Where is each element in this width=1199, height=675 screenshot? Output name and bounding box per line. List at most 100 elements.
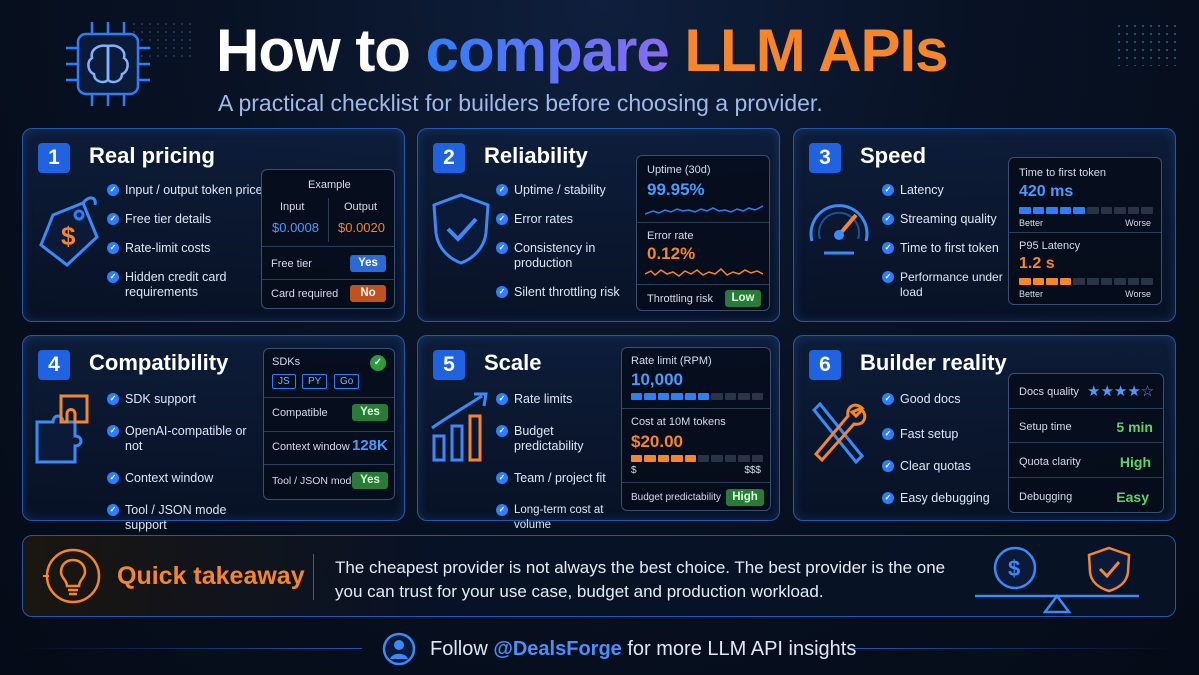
bar-segment (684, 393, 697, 400)
setup-time-label: Setup time (1019, 421, 1072, 433)
cost-value: $20.00 (631, 432, 683, 451)
throttling-label: Throttling risk (647, 293, 714, 305)
cost-label: Cost at 10M tokens (631, 416, 726, 428)
rate-limit-label: Rate limit (RPM) (631, 355, 712, 367)
tools-icon (811, 401, 867, 465)
compatible-label: Compatible (272, 407, 328, 419)
bar-segment (1114, 207, 1126, 214)
uptime-label: Uptime (30d) (647, 164, 711, 176)
bar-segment (657, 393, 670, 400)
quota-clarity-value: High (1119, 454, 1151, 470)
divider (637, 222, 769, 223)
list-item: Time to first token (882, 241, 1012, 256)
card-title: Real pricing (89, 143, 215, 168)
compatibility-panel: SDKs ✓ JS PY Go Compatible Yes Context w… (263, 348, 395, 500)
divider (1009, 232, 1161, 233)
sdk-tag-go: Go (334, 374, 360, 389)
bar-segment (724, 455, 737, 462)
bar-segment (1073, 207, 1085, 214)
checklist: Good docs Fast setup Clear quotas Easy d… (882, 390, 1002, 506)
follow-text: Follow @DealsForge for more LLM API insi… (430, 638, 856, 661)
card-title: Builder reality (860, 350, 1007, 375)
bar-segment (1032, 278, 1045, 285)
footer-line-left (22, 648, 362, 649)
bar-segment (738, 455, 750, 462)
bar-segment (671, 455, 683, 462)
divider (262, 246, 394, 247)
list-item: Streaming quality (882, 212, 1012, 227)
free-tier-label: Free tier (271, 258, 312, 270)
error-rate-label: Error rate (647, 230, 694, 242)
card-number: 2 (433, 143, 465, 173)
list-item: Tool / JSON mode support (107, 503, 267, 533)
svg-text:$: $ (61, 221, 76, 251)
list-item: Fast setup (882, 427, 1002, 442)
tool-json-badge: Yes (352, 472, 388, 489)
output-label: Output (344, 201, 378, 213)
checklist: Latency Streaming quality Time to first … (882, 181, 1012, 300)
check-circle-icon: ✓ (370, 355, 386, 371)
divider (622, 408, 770, 409)
sdk-tag-py: PY (302, 374, 328, 389)
bar-segment (631, 455, 643, 462)
example-label: Example (308, 179, 351, 191)
bar-segment (1100, 207, 1113, 214)
quota-clarity-label: Quota clarity (1019, 456, 1081, 468)
compatible-badge: Yes (352, 404, 388, 421)
card-compatibility: 4 Compatibility SDK support OpenAI-compa… (22, 335, 405, 532)
checklist: Rate limits Budget predictability Team /… (496, 390, 626, 533)
card-required-label: Card required (271, 288, 339, 300)
bar-segment (738, 393, 750, 400)
follow-suffix: for more LLM API insights (621, 638, 857, 660)
svg-text:$: $ (1008, 556, 1020, 581)
sdks-label: SDKs (272, 356, 301, 368)
card-number: 6 (809, 350, 841, 380)
speedometer-icon (809, 204, 869, 255)
card-number: 5 (433, 350, 465, 380)
ttft-bar (1019, 207, 1153, 214)
card-title: Compatibility (89, 350, 229, 375)
bar-segment (1032, 207, 1045, 214)
input-label: Input (280, 201, 305, 213)
ttft-value: 420 ms (1019, 183, 1074, 200)
uptime-sparkline (645, 205, 763, 215)
list-item: SDK support (107, 392, 267, 407)
list-item: Rate-limit costs (107, 241, 267, 256)
bar-segment (751, 393, 764, 400)
sdk-tag-js: JS (272, 374, 296, 389)
list-item: Hidden credit card requirements (107, 270, 267, 300)
card-number: 3 (809, 143, 841, 173)
page-subtitle: A practical checklist for builders befor… (218, 90, 823, 116)
bar-segment (631, 393, 643, 400)
title-part-white: How to (216, 17, 426, 84)
user-avatar-icon (382, 632, 416, 666)
bar-segment (711, 455, 723, 462)
list-item: Performance under load (882, 270, 1012, 300)
error-sparkline (645, 267, 763, 277)
p95-bar (1019, 278, 1153, 285)
bar-segment (698, 455, 710, 462)
worse-label: Worse (1125, 218, 1151, 228)
speed-panel: Time to first token 420 ms Better Worse … (1008, 157, 1162, 305)
list-item: Uptime / stability (496, 183, 646, 198)
quick-takeaway-banner: Quick takeaway The cheapest provider is … (22, 535, 1176, 617)
follow-handle-link[interactable]: @DealsForge (493, 638, 622, 660)
price-tag-icon: $ (39, 196, 99, 267)
list-item: Clear quotas (882, 459, 1002, 474)
list-item: Error rates (496, 212, 646, 227)
card-reliability: 2 Reliability Uptime / stability Error r… (417, 128, 780, 322)
context-window-value: 128K (352, 437, 388, 454)
bar-segment (751, 455, 764, 462)
checklist: SDK support OpenAI-compatible or not Con… (107, 390, 267, 533)
scale-panel: Rate limit (RPM) 10,000 Cost at 10M toke… (621, 347, 771, 511)
debugging-label: Debugging (1019, 491, 1073, 503)
context-window-label: Context window (272, 441, 350, 453)
divider (1009, 408, 1163, 409)
input-price: $0.0008 (272, 220, 319, 235)
brain-chip-icon (66, 22, 150, 106)
decorative-dots-left (130, 20, 194, 60)
bar-segment (1141, 207, 1153, 214)
reliability-panel: Uptime (30d) 99.95% Error rate 0.12% Thr… (636, 155, 770, 311)
budget-badge: High (726, 489, 764, 506)
divider (262, 279, 394, 280)
